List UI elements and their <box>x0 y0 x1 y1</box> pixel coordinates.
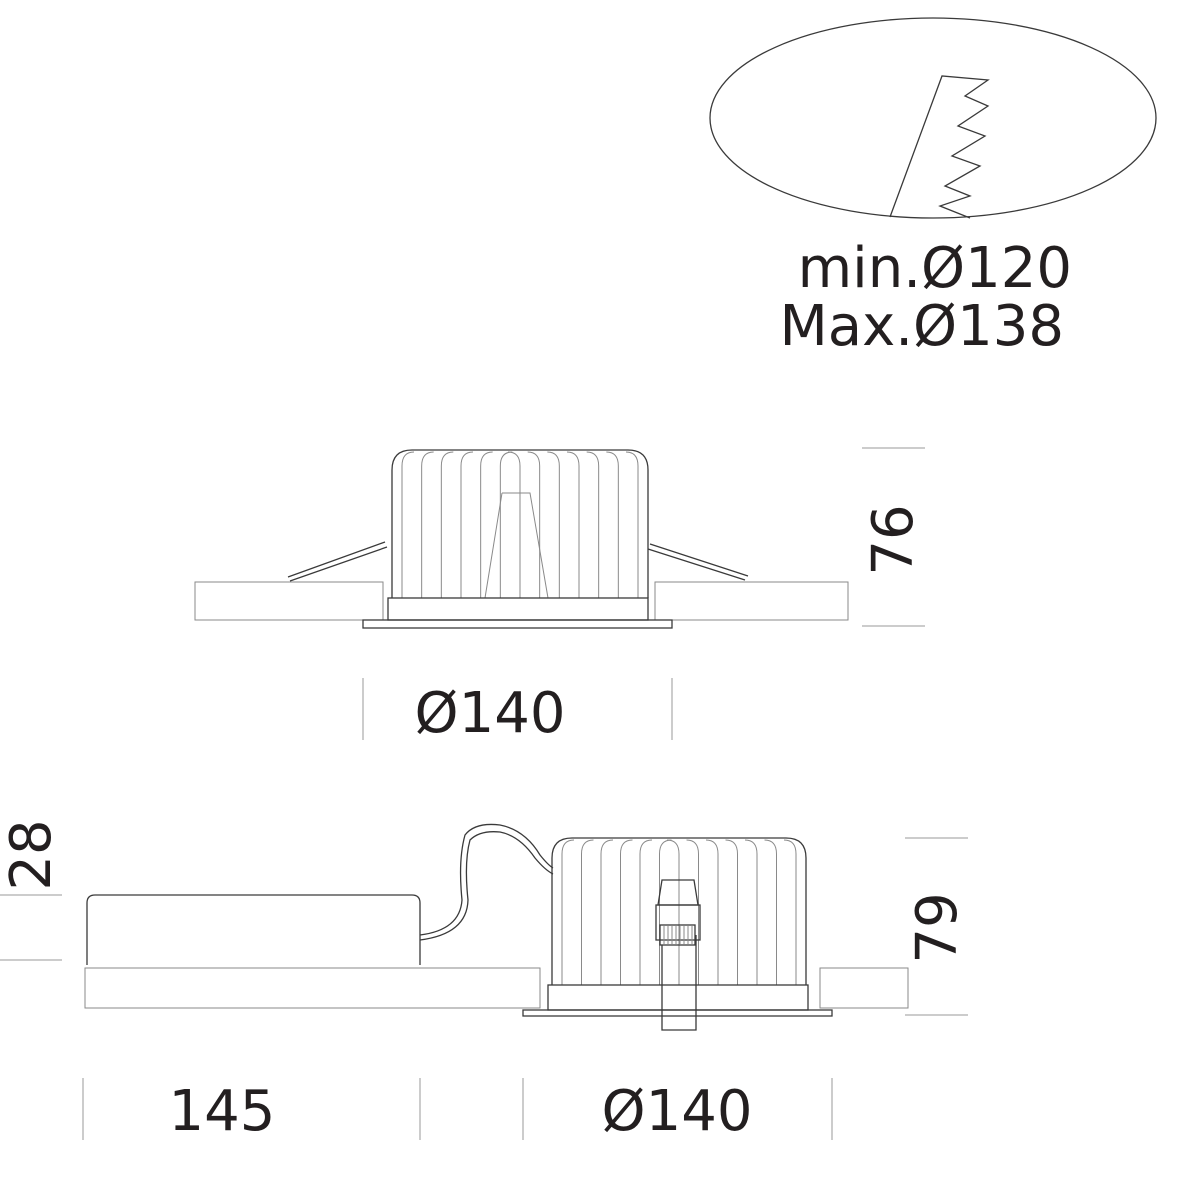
installed-view-with-driver: 28 79 145 Ø140 <box>0 819 970 1144</box>
diameter-dimension-label: Ø140 <box>602 1079 753 1144</box>
heatsink-fin <box>401 451 415 598</box>
heatsink-fin <box>421 451 434 598</box>
heatsink-fin <box>783 839 797 985</box>
heatsink-fin <box>606 451 619 598</box>
height-dimension-label: 79 <box>905 892 970 963</box>
ceiling-slab-right <box>819 967 909 1009</box>
heatsink-fin <box>666 839 680 985</box>
heatsink-fin <box>499 451 513 598</box>
driver-box <box>86 894 421 965</box>
heatsink-body <box>391 449 649 598</box>
height-dimension-label: 76 <box>861 504 926 575</box>
flange <box>522 1009 833 1017</box>
heatsink-fin <box>581 839 594 985</box>
heatsink-fin <box>586 451 600 598</box>
heatsink-fin <box>566 451 580 598</box>
spring-clip-left <box>287 541 388 582</box>
ceiling-slab-right <box>654 581 849 621</box>
heatsink-fin <box>625 451 639 598</box>
heatsink-fin <box>440 451 454 598</box>
bezel <box>387 597 649 621</box>
heatsink-fin <box>764 839 777 985</box>
heatsink-fin <box>600 839 614 985</box>
heatsink-body <box>551 837 807 985</box>
driver-cable <box>419 831 554 941</box>
heatsink-fin <box>507 451 521 598</box>
cutout-ellipse <box>709 17 1157 219</box>
ceiling-cutout-detail: min.Ø120 Max.Ø138 <box>709 17 1157 359</box>
cutout-break-line <box>889 75 990 219</box>
heatsink-fins <box>561 839 797 985</box>
spring-clip-right <box>647 543 749 581</box>
heatsink-fin <box>460 451 474 598</box>
bezel <box>547 984 809 1011</box>
heatsink-fin <box>547 451 560 598</box>
diameter-dimension-label: Ø140 <box>415 681 566 746</box>
ceiling-slab-left <box>194 581 384 621</box>
flange <box>362 619 673 629</box>
heatsink-fin <box>705 839 719 985</box>
cutout-max-label: Max.Ø138 <box>779 294 1064 359</box>
heatsink-fin <box>480 451 493 598</box>
heatsink-fin <box>744 839 758 985</box>
driver-length-label: 145 <box>169 1079 276 1144</box>
installed-view-top: 76 Ø140 <box>194 447 926 746</box>
heatsink-fin <box>561 839 575 985</box>
connector-terminal <box>655 879 701 1031</box>
heatsink-fin <box>527 451 541 598</box>
heatsink-fin <box>725 839 738 985</box>
cutout-min-label: min.Ø120 <box>798 236 1072 301</box>
driver-cable <box>419 823 554 936</box>
ceiling-slab-left <box>84 967 541 1009</box>
driver-height-label: 28 <box>0 819 64 890</box>
heatsink-fins <box>401 451 639 598</box>
heatsink-fin <box>659 839 672 985</box>
heatsink-fin <box>620 839 633 985</box>
heatsink-fin <box>639 839 653 985</box>
reflector-cone <box>484 492 549 599</box>
heatsink-fin <box>686 839 699 985</box>
